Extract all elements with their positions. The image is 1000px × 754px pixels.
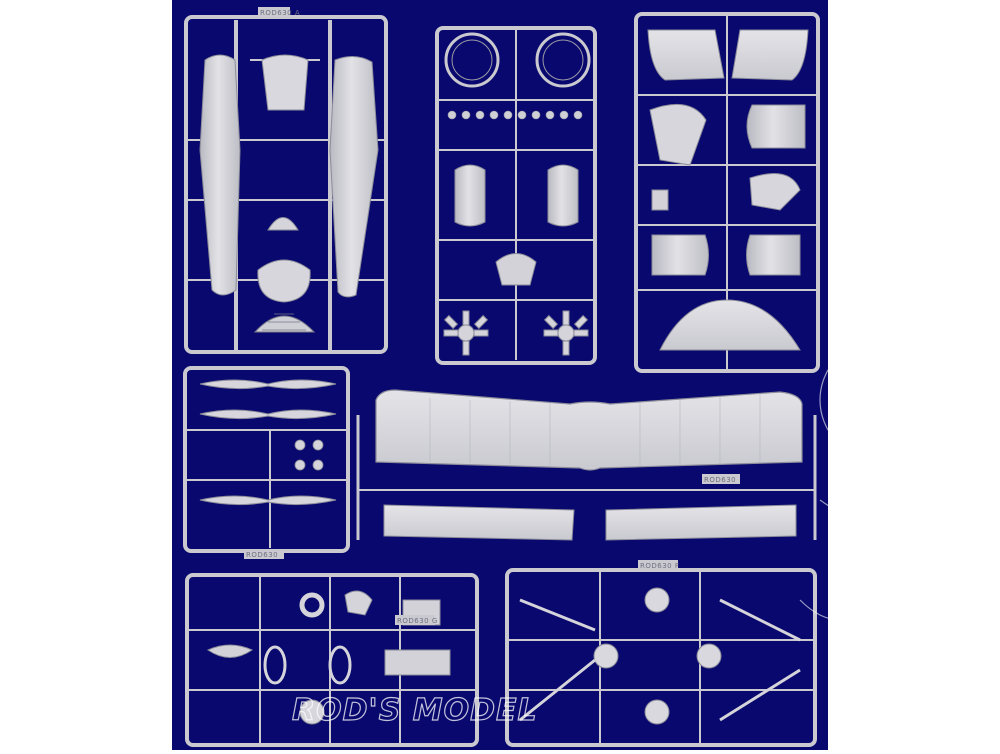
hubcap-4	[644, 699, 670, 725]
wheel-half-right	[547, 164, 579, 227]
small-dome-part	[267, 217, 299, 231]
blue-background	[172, 0, 828, 750]
sprue-a-tag-text: ROD630 A	[260, 9, 300, 17]
propeller-1	[199, 379, 337, 390]
sprue-d-parts: ROD630	[199, 379, 337, 559]
sprue-a-parts: ROD630 A	[199, 7, 379, 333]
propeller-3	[199, 495, 337, 506]
sprue-c-parts	[647, 29, 809, 351]
sprue-g-tag	[395, 615, 435, 625]
fuselage-half-left	[199, 54, 241, 296]
sprue-f-parts: ROD630 F	[519, 560, 801, 725]
engine-cylinders-left	[443, 310, 489, 356]
rudder-part	[749, 173, 801, 211]
wing-sprue-frame	[356, 415, 817, 540]
fin-part	[649, 103, 707, 166]
cowling-part	[746, 104, 806, 149]
lower-wing-right	[605, 504, 797, 541]
engine-cover-right	[746, 234, 801, 276]
sprue-g-parts: ROD630 G	[206, 590, 451, 725]
sprue-f-tag	[638, 560, 678, 570]
wing-sprue-tag	[702, 474, 740, 484]
sprue-b-parts	[443, 32, 591, 356]
sprue-a-tag	[258, 7, 290, 17]
wheel-disc-part	[299, 699, 325, 725]
sprue-c	[634, 12, 820, 373]
small-panel-part	[651, 189, 669, 211]
engine-cover-left	[651, 234, 709, 276]
tailplane-part-right	[731, 29, 809, 81]
cowl-ring-left	[444, 32, 500, 88]
hubcap-1	[644, 587, 670, 613]
hubcap-3	[696, 643, 722, 669]
sprue-b	[435, 26, 597, 365]
tailplane-part	[647, 29, 725, 81]
grille-part	[253, 315, 316, 333]
propeller-2	[199, 409, 337, 420]
upper-wing	[375, 389, 803, 471]
sprue-d-tag	[244, 549, 284, 559]
seat-part	[257, 259, 311, 303]
sprue-f-tag-text: ROD630 F	[640, 562, 679, 570]
wing-sprue-tag-text: ROD630	[704, 476, 736, 484]
watermark-emblem	[799, 289, 961, 621]
engine-cylinders-right	[543, 310, 589, 356]
cowl-ring-right	[535, 32, 591, 88]
watermark-text: ROD'S MODEL	[292, 693, 538, 728]
hubcap-2	[593, 643, 619, 669]
wheel-half-left	[454, 164, 486, 227]
ring-part	[299, 592, 325, 618]
fuselage-half-right	[329, 56, 379, 298]
sprue-d-tag-text: ROD630	[246, 551, 278, 559]
elevator-part	[659, 299, 801, 351]
cowl-detail-part	[495, 253, 537, 286]
cockpit-deck	[261, 54, 309, 111]
sprue-g-tag-text: ROD630 G	[397, 617, 438, 625]
lower-wing-left	[383, 504, 575, 541]
